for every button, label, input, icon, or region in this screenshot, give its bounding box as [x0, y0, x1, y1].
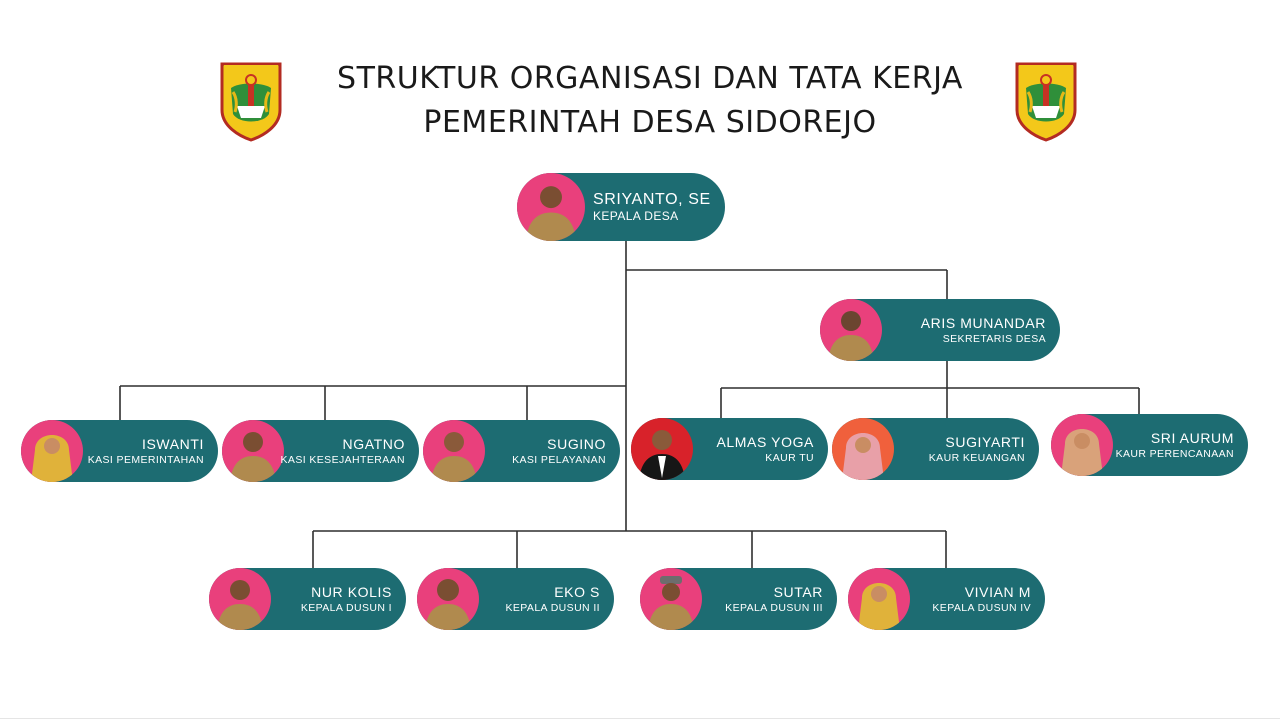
sekretaris-card: ARIS MUNANDAR SEKRETARIS DESA [820, 299, 1060, 361]
person-name: ALMAS YOGA [716, 434, 814, 450]
person-role: KASI PELAYANAN [512, 454, 606, 466]
person-photo [222, 420, 284, 482]
kasi-card-3: SUGINO KASI PELAYANAN [423, 420, 620, 482]
person-name: SRIYANTO, SE [593, 191, 711, 208]
person-name: SRI AURUM [1150, 430, 1234, 446]
person-role: KEPALA DUSUN III [725, 602, 823, 614]
person-photo [21, 420, 83, 482]
dusun-card-3: SUTAR KEPALA DUSUN III [640, 568, 837, 630]
person-role: KAUR TU [765, 452, 814, 464]
person-photo [423, 420, 485, 482]
kaur-card-1: ALMAS YOGA KAUR TU [631, 418, 828, 480]
person-name: SUGIYARTI [945, 434, 1025, 450]
person-name: SUGINO [547, 436, 606, 452]
kasi-card-1: ISWANTI KASI PEMERINTAHAN [21, 420, 218, 482]
kepala-desa-card: SRIYANTO, SE KEPALA DESA [517, 173, 725, 241]
regency-emblem-logo [1014, 58, 1078, 142]
person-role: KASI KESEJAHTERAAN [280, 454, 405, 466]
person-role: KASI PEMERINTAHAN [87, 454, 204, 466]
person-photo [820, 299, 882, 361]
kaur-card-2: SUGIYARTI KAUR KEUANGAN [832, 418, 1039, 480]
bottom-divider [0, 718, 1280, 719]
dusun-card-4: VIVIAN M KEPALA DUSUN IV [848, 568, 1045, 630]
person-photo [1051, 414, 1113, 476]
person-role: KEPALA DESA [593, 209, 679, 223]
person-name: SUTAR [773, 584, 823, 600]
person-role: KEPALA DUSUN II [505, 602, 600, 614]
person-photo [417, 568, 479, 630]
kasi-card-2: NGATNO KASI KESEJAHTERAAN [222, 420, 419, 482]
person-photo [640, 568, 702, 630]
person-name: ISWANTI [141, 436, 204, 452]
person-photo [832, 418, 894, 480]
person-name: ARIS MUNANDAR [920, 315, 1046, 331]
person-name: NUR KOLIS [311, 584, 392, 600]
kaur-card-3: SRI AURUM KAUR PERENCANAAN [1051, 414, 1248, 476]
page-title: STRUKTUR ORGANISASI DAN TATA KERJA [337, 61, 963, 96]
person-photo [209, 568, 271, 630]
regency-emblem-logo [219, 58, 283, 142]
person-role: KEPALA DUSUN IV [932, 602, 1031, 614]
person-role: KEPALA DUSUN I [300, 602, 392, 614]
dusun-card-2: EKO S KEPALA DUSUN II [417, 568, 614, 630]
person-role: SEKRETARIS DESA [942, 333, 1046, 345]
page-subtitle: PEMERINTAH DESA SIDOREJO [423, 105, 877, 140]
person-photo [631, 418, 693, 480]
person-name: NGATNO [342, 436, 405, 452]
person-name: VIVIAN M [964, 584, 1031, 600]
dusun-card-1: NUR KOLIS KEPALA DUSUN I [209, 568, 406, 630]
person-role: KAUR PERENCANAAN [1115, 448, 1234, 460]
person-role: KAUR KEUANGAN [928, 452, 1025, 464]
person-photo [517, 173, 585, 241]
person-name: EKO S [554, 584, 600, 600]
person-photo [848, 568, 910, 630]
